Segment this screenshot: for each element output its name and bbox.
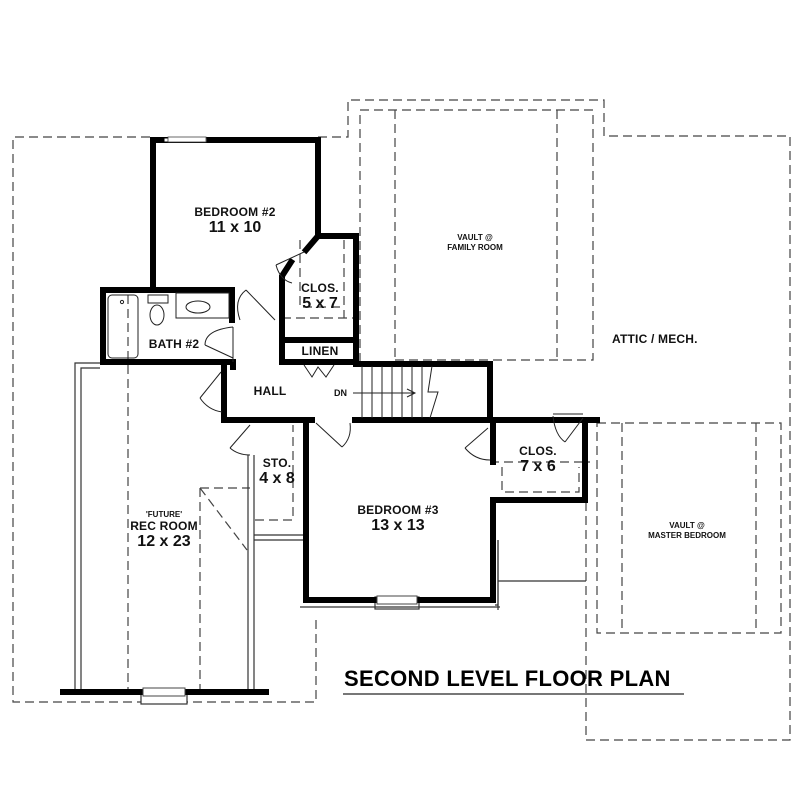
room-dimensions: 5 x 7 (302, 295, 338, 312)
attic-mech-label: ATTIC / MECH. (612, 332, 698, 346)
closet1-label: CLOS. 5 x 7 (292, 282, 348, 312)
bedroom2-window (167, 136, 207, 143)
hall-label: HALL (253, 384, 287, 398)
room-name: CLOS. (301, 281, 339, 295)
vault-line: VAULT @ (457, 233, 493, 242)
bedroom3-label: BEDROOM #3 13 x 13 (343, 504, 453, 534)
room-dimensions: 4 x 8 (259, 470, 295, 487)
doors (199, 251, 584, 461)
bath-fixtures (107, 292, 230, 359)
walls (60, 137, 600, 695)
bathtub (107, 294, 139, 359)
rec-room-tag: 'FUTURE' (145, 510, 183, 519)
bedroom3-window (376, 595, 418, 605)
storage-label: STO. 4 x 8 (250, 457, 304, 487)
room-dimensions: 12 x 23 (137, 533, 191, 550)
stairs (353, 365, 439, 419)
toilet-bowl (149, 304, 165, 326)
vanity (175, 292, 230, 319)
bedroom2-label: BEDROOM #2 11 x 10 (180, 206, 290, 236)
room-name: BEDROOM #2 (194, 205, 276, 219)
title-underline (343, 693, 684, 695)
rec-room-label: 'FUTURE' REC ROOM 12 x 23 (116, 510, 212, 550)
stairs-down-label: DN (334, 388, 347, 398)
vault-room: MASTER BEDROOM (648, 531, 726, 540)
vault-room: FAMILY ROOM (447, 243, 503, 252)
room-name: STO. (262, 456, 292, 470)
closet2-label: CLOS. 7 x 6 (506, 445, 570, 475)
rec-room-window (142, 687, 186, 697)
plan-title: SECOND LEVEL FLOOR PLAN (344, 666, 671, 691)
vault-family-room-label: VAULT @ FAMILY ROOM (420, 233, 530, 253)
room-dimensions: 11 x 10 (208, 219, 262, 236)
linen-label: LINEN (301, 344, 339, 358)
toilet-tank (147, 294, 169, 304)
room-dimensions: 7 x 6 (520, 458, 556, 475)
room-name: REC ROOM (130, 519, 198, 533)
vault-line: VAULT @ (669, 521, 705, 530)
room-name: BEDROOM #3 (357, 503, 439, 517)
room-name: CLOS. (519, 444, 557, 458)
vault-master-bedroom-label: VAULT @ MASTER BEDROOM (632, 521, 742, 541)
bath2-label: BATH #2 (148, 337, 200, 351)
roof-outline (12, 99, 791, 741)
room-dimensions: 13 x 13 (371, 517, 425, 534)
sink (185, 300, 211, 314)
